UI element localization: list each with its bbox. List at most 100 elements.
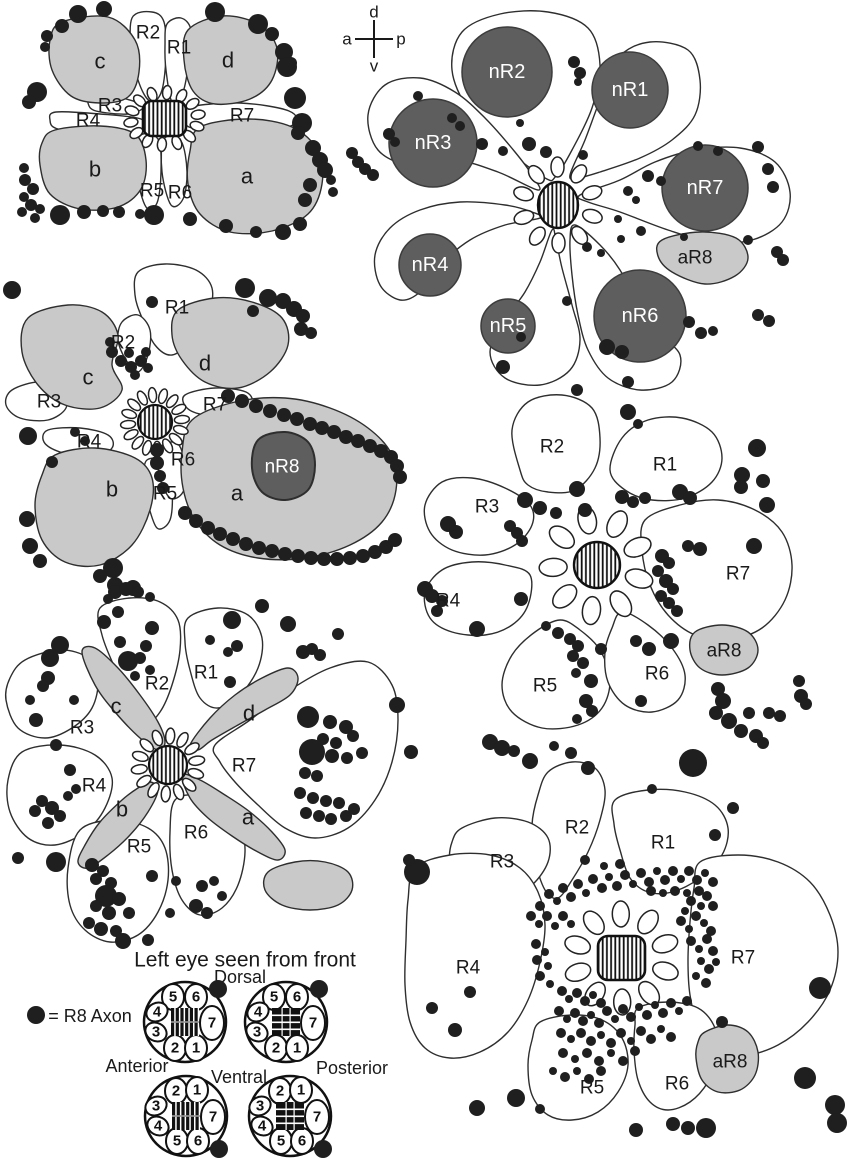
rhabdomere-lobe	[123, 428, 139, 441]
r8-axon-dot	[599, 339, 615, 355]
r8-axon-dot	[763, 707, 775, 719]
r8-axon-dot	[305, 140, 321, 156]
cell-label-R7: R7	[726, 564, 750, 585]
photoreceptor-disk-nR2	[461, 26, 553, 118]
r8-axon-dot	[275, 43, 293, 61]
r8-axon-dot	[119, 582, 133, 596]
compass-label-posterior: p	[396, 30, 405, 49]
r8-axon-dot	[683, 889, 691, 897]
legend-r8-axon-dot	[27, 1006, 45, 1024]
photoreceptor-disk-nR1	[591, 51, 669, 129]
r8-axon-dot	[713, 146, 723, 156]
r8-axon-dot	[102, 906, 116, 920]
r8-axon-dot	[299, 739, 325, 765]
r8-axon-dot	[46, 456, 58, 468]
r8-axon-dot	[550, 507, 562, 519]
cell-label-R7: R7	[731, 948, 755, 969]
r8-axon-dot	[827, 1113, 847, 1133]
r8-axon-dot	[413, 91, 423, 101]
rhabdomere-lobe	[124, 105, 140, 117]
r8-axon-dot	[217, 891, 227, 901]
rhabdomere-lobe	[173, 414, 191, 425]
rhabdomere-lobe	[652, 961, 679, 981]
r8-axon-dot	[636, 226, 646, 236]
r8-axon-dot	[556, 1028, 566, 1038]
r8-axon-dot	[683, 316, 695, 328]
r8-axon-dot	[341, 752, 353, 764]
r8-axon-dot	[356, 747, 368, 759]
r8-axon-dot	[278, 547, 292, 561]
cell-label-nR5: nR5	[490, 315, 527, 337]
r8-axon-dot	[389, 697, 405, 713]
mini-cell-number-6: 6	[293, 989, 301, 1006]
r8-axon-dot	[178, 506, 192, 520]
cell-label-nR2: nR2	[489, 61, 526, 83]
r8-axon-dot	[658, 1008, 668, 1018]
r8-axon-dot	[794, 1067, 816, 1089]
cell-label-R3: R3	[98, 96, 122, 117]
r8-axon-dot	[571, 1055, 579, 1063]
r8-axon-dot	[277, 57, 297, 77]
r8-axon-dot	[666, 998, 676, 1008]
mini-rhabdom-vline	[289, 1008, 291, 1036]
r8-axon-dot	[663, 633, 679, 649]
r8-axon-dot	[29, 805, 41, 817]
r8-axon-dot	[652, 565, 664, 577]
compass-label-ventral: v	[370, 57, 379, 76]
r8-axon-dot	[64, 764, 76, 776]
r8-axon-dot	[46, 852, 66, 872]
r8-axon-dot	[615, 859, 625, 869]
r8-axon-dot	[103, 558, 123, 578]
r8-axon-dot	[549, 1067, 557, 1075]
r8-axon-dot	[696, 1118, 716, 1138]
cell-label-c: c	[95, 49, 106, 74]
r8-axon-dot	[265, 544, 279, 558]
r8-axon-dot	[223, 611, 241, 629]
cell-label-R4: R4	[82, 776, 107, 797]
rhabdomere-lobe	[131, 435, 145, 450]
r8-axon-dot	[701, 869, 709, 877]
r8-axon-dot	[33, 554, 47, 568]
r8-axon-dot	[582, 1048, 592, 1058]
r8-axon-dot	[3, 281, 21, 299]
r8-axon-dot	[368, 545, 382, 559]
r8-axon-dot	[95, 885, 117, 907]
rhabdomere-lobe	[513, 186, 535, 202]
r8-axon-dot	[259, 289, 277, 307]
r8-axon-dot	[632, 196, 640, 204]
mini-cell-number-1: 1	[297, 1082, 305, 1099]
r8-axon-dot	[425, 589, 439, 603]
rhabdomere-lobe	[651, 933, 679, 954]
r8-axon-dot	[584, 1074, 594, 1084]
r8-axon-dot	[83, 917, 95, 929]
r8-axon-dot	[635, 1003, 643, 1011]
r8-axon-dot	[311, 770, 323, 782]
r8-axon-dot	[809, 977, 831, 999]
r8-axon-dot	[448, 1023, 462, 1037]
r8-axon-dot	[600, 862, 608, 870]
cell-label-c: c	[111, 694, 122, 719]
r8-axon-dot	[436, 595, 448, 607]
mini-rhabdom-midline	[172, 1115, 200, 1117]
rhabdomere-lobe	[624, 568, 654, 589]
r8-axon-dot	[578, 150, 588, 160]
mini-cell-number-5: 5	[169, 989, 177, 1006]
cell-region-R3	[4, 649, 99, 739]
r8-axon-dot	[516, 535, 528, 547]
r8-axon-dot	[709, 829, 721, 841]
rhabdomere-lobe	[609, 590, 633, 618]
r8-axon-dot	[19, 163, 29, 173]
cell-region-a	[186, 118, 324, 235]
r8-axon-dot	[291, 549, 305, 563]
r8-axon-dot	[307, 792, 319, 804]
legend-direction-ventral: Ventral	[211, 1067, 267, 1087]
r8-axon-dot	[697, 957, 705, 965]
r8-axon-dot	[85, 858, 99, 872]
cell-region-c	[81, 645, 166, 751]
r8-axon-dot	[659, 889, 667, 897]
r8-axon-dot	[544, 889, 554, 899]
r8-axon-dot	[685, 925, 693, 933]
r8-axon-dot	[516, 332, 526, 342]
